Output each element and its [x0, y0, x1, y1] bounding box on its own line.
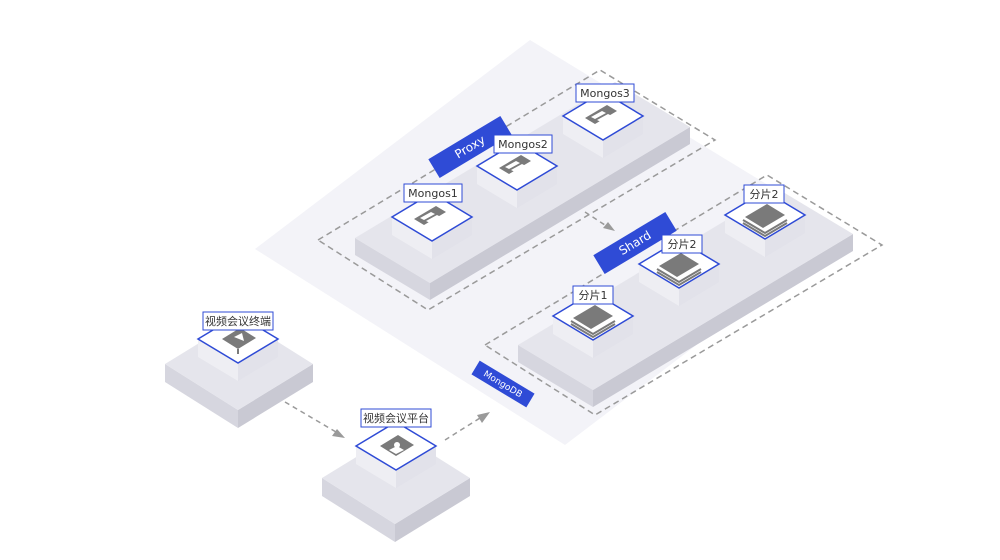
- monitor-icon: [222, 328, 256, 354]
- platform-label: 视频会议平台: [363, 411, 429, 425]
- mongos1-label-box: Mongos1: [403, 183, 463, 203]
- mongos2-label-box: Mongos2: [493, 134, 553, 154]
- server-icon: [585, 105, 617, 124]
- mongos1-label: Mongos1: [408, 187, 458, 200]
- mongos1-node[interactable]: [390, 192, 474, 259]
- terminal-to-platform-arrow: [284, 401, 345, 438]
- server-icon: [414, 206, 446, 225]
- server-icon: [499, 155, 531, 174]
- shard-a-label: 分片1: [579, 289, 608, 302]
- shard-c-label: 分片2: [750, 188, 779, 201]
- proxy-dashed-border: [317, 69, 717, 311]
- mongos2-node[interactable]: [475, 141, 559, 208]
- document-icon: [380, 435, 414, 456]
- platform-node[interactable]: [354, 421, 438, 488]
- shard-a-label-box: 分片1: [572, 285, 614, 305]
- layers-icon: [742, 204, 788, 238]
- mongos3-label-box: Mongos3: [575, 83, 635, 103]
- layers-icon: [570, 305, 616, 339]
- shard-node-b[interactable]: [637, 239, 721, 306]
- mongos3-label: Mongos3: [580, 87, 630, 100]
- terminal-label-box: 视频会议终端: [202, 311, 274, 331]
- shard-b-label-box: 分片2: [661, 234, 703, 254]
- terminal-label: 视频会议终端: [205, 314, 271, 328]
- shard-b-label: 分片2: [668, 238, 697, 251]
- shard-dashed-border: [484, 174, 884, 416]
- layers-icon: [656, 253, 702, 287]
- platform-label-box: 视频会议平台: [360, 408, 432, 428]
- shard-c-label-box: 分片2: [743, 184, 785, 204]
- proxy-to-shard-arrow: [584, 211, 615, 231]
- mongos2-label: Mongos2: [498, 138, 548, 151]
- platform-to-mongodb-arrow: [444, 412, 490, 441]
